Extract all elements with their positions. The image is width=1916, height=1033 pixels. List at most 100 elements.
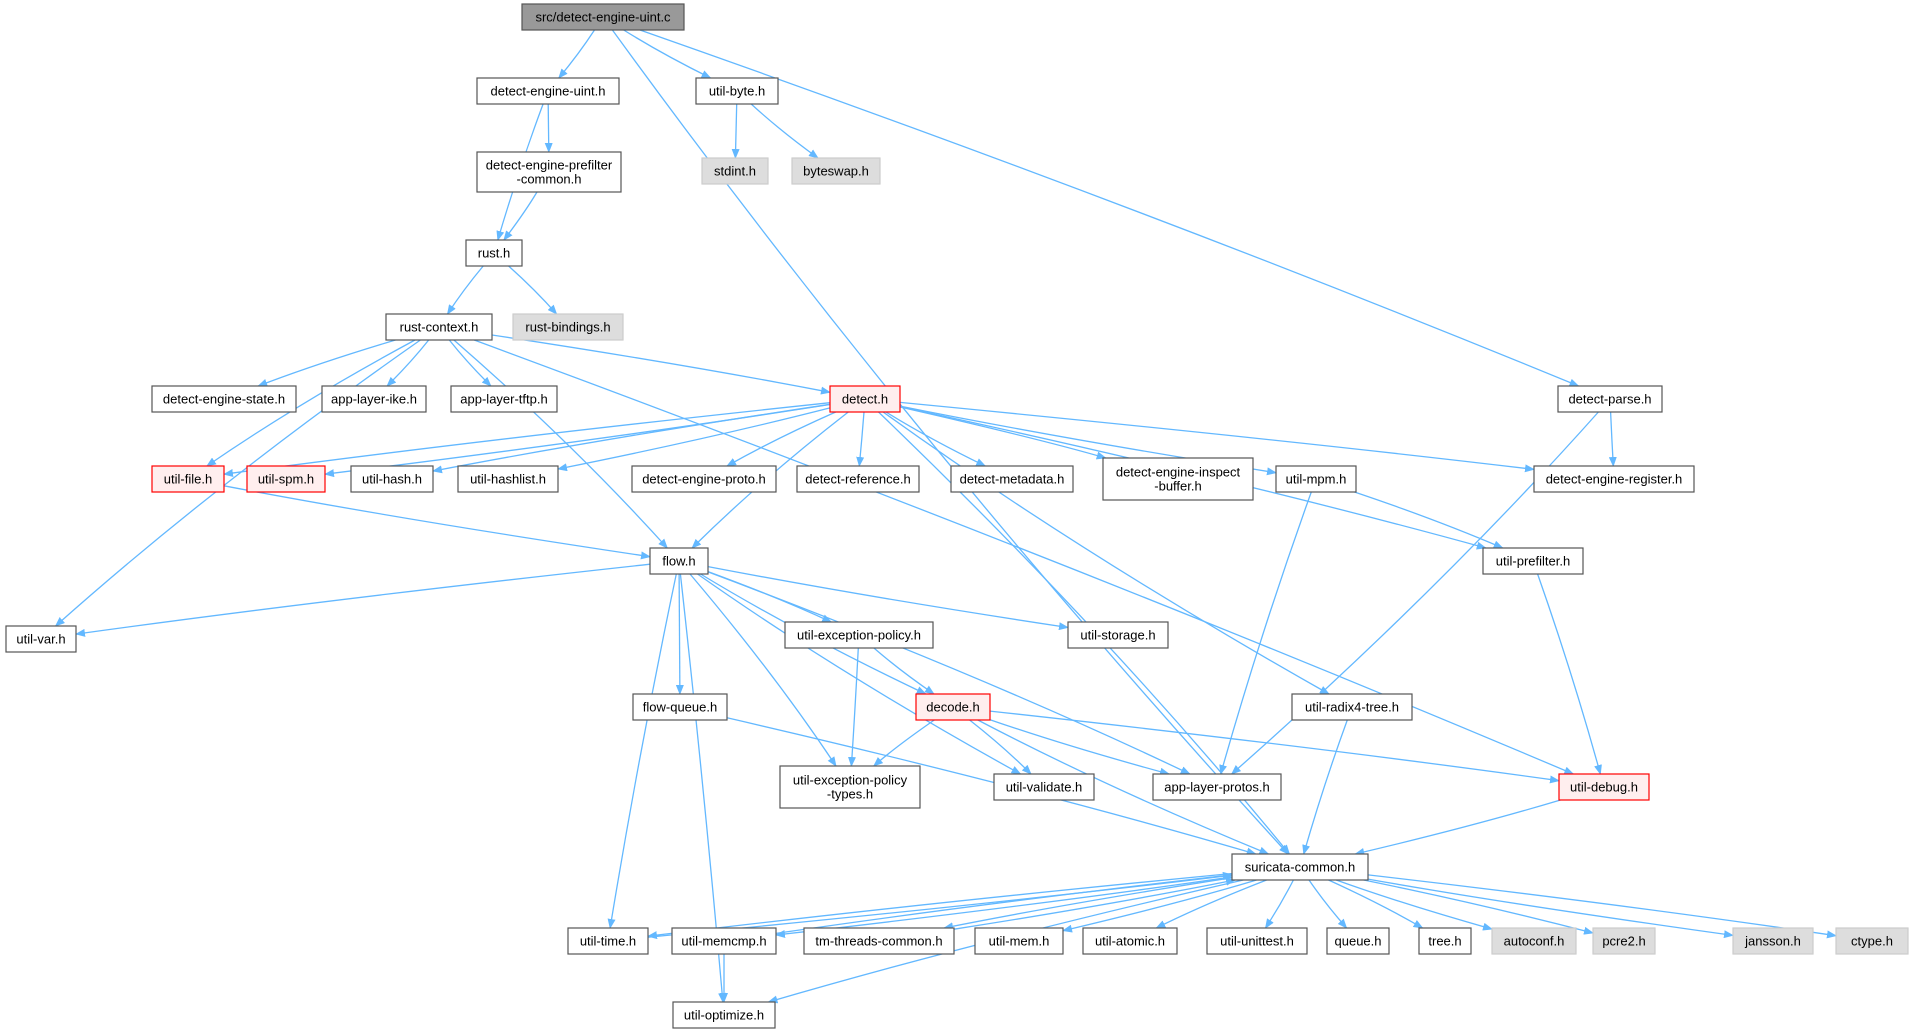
- node-exctypes[interactable]: util-exception-policy-types.h: [779, 765, 921, 809]
- edge-utilmemcmp-to-suricata: [775, 871, 1233, 935]
- node-autoconf[interactable]: autoconf.h: [1491, 927, 1577, 955]
- node-box-ctype: [1835, 927, 1909, 955]
- node-jansson[interactable]: jansson.h: [1732, 927, 1814, 955]
- node-box-stdint: [701, 157, 769, 185]
- node-utilvar[interactable]: util-var.h: [5, 625, 77, 653]
- node-queue[interactable]: queue.h: [1326, 927, 1390, 955]
- node-radix[interactable]: util-radix4-tree.h: [1291, 693, 1413, 721]
- node-tree[interactable]: tree.h: [1418, 927, 1472, 955]
- node-dereg[interactable]: detect-engine-register.h: [1533, 465, 1695, 493]
- node-flow[interactable]: flow.h: [649, 547, 709, 575]
- node-deinspect[interactable]: detect-engine-inspect-buffer.h: [1102, 457, 1254, 501]
- edge-detect-to-dereg: [899, 401, 1535, 473]
- node-box-alike: [321, 385, 427, 413]
- edge-rustctx-to-flow: [453, 339, 668, 549]
- node-utilhashlist[interactable]: util-hashlist.h: [457, 465, 559, 493]
- node-box-utilbyte: [695, 77, 779, 105]
- edge-root-to-utilbyte: [623, 29, 712, 79]
- node-label-jansson: jansson.h: [1744, 934, 1801, 949]
- edge-rustctx-to-utilfile: [206, 339, 416, 467]
- edge-decode-to-utildebug: [989, 710, 1560, 784]
- edge-root-to-dparse: [639, 29, 1580, 387]
- node-utildebug[interactable]: util-debug.h: [1558, 773, 1650, 801]
- node-label-dmeta: detect-metadata.h: [960, 472, 1065, 487]
- node-deuint_h[interactable]: detect-engine-uint.h: [476, 77, 620, 105]
- node-utilunittest[interactable]: util-unittest.h: [1206, 927, 1308, 955]
- edge-suricata-to-utilmemcmp: [775, 876, 1233, 938]
- node-label-pcre2: pcre2.h: [1602, 934, 1645, 949]
- node-box-utilprefilter: [1482, 547, 1584, 575]
- node-box-rustctx: [385, 313, 493, 341]
- edge-root-to-suricata: [611, 29, 1289, 855]
- edge-flow-to-flowqueue: [675, 573, 684, 695]
- node-suricata[interactable]: suricata-common.h: [1231, 853, 1369, 881]
- node-deproto[interactable]: detect-engine-proto.h: [631, 465, 777, 493]
- node-utiltime[interactable]: util-time.h: [567, 927, 649, 955]
- node-utilmem[interactable]: util-mem.h: [974, 927, 1064, 955]
- node-box-utilmemcmp: [671, 927, 777, 955]
- edge-detect-to-deinspect: [899, 406, 1107, 460]
- node-label-prefiltercommon-line-0: detect-engine-prefilter: [486, 158, 613, 173]
- edge-utilexc-to-decode: [873, 647, 935, 695]
- node-box-radix: [1291, 693, 1413, 721]
- node-utiloptimize[interactable]: util-optimize.h: [672, 1001, 776, 1029]
- node-box-rustbind: [512, 313, 624, 341]
- node-utilatomic[interactable]: util-atomic.h: [1082, 927, 1178, 955]
- node-rust[interactable]: rust.h: [465, 239, 523, 267]
- node-rustbind[interactable]: rust-bindings.h: [512, 313, 624, 341]
- node-detect[interactable]: detect.h: [829, 385, 901, 413]
- node-alprotos[interactable]: app-layer-protos.h: [1152, 773, 1282, 801]
- edge-root-to-deuint_h: [558, 29, 596, 79]
- edge-flow-to-utiltime: [607, 573, 677, 929]
- node-utilhash[interactable]: util-hash.h: [350, 465, 434, 493]
- node-box-utilspm: [246, 465, 326, 493]
- edge-flow-to-utilvalidate: [697, 573, 1022, 775]
- node-dparse[interactable]: detect-parse.h: [1557, 385, 1663, 413]
- node-utilbyte[interactable]: util-byte.h: [695, 77, 779, 105]
- node-utilspm[interactable]: util-spm.h: [246, 465, 326, 493]
- node-label-utilstorage: util-storage.h: [1080, 628, 1155, 643]
- node-box-utilatomic: [1082, 927, 1178, 955]
- node-prefiltercommon[interactable]: detect-engine-prefilter-common.h: [476, 151, 622, 193]
- edge-suricata-to-ctype: [1367, 874, 1837, 939]
- node-rustctx[interactable]: rust-context.h: [385, 313, 493, 341]
- edge-suricata-to-utiltime: [647, 872, 1233, 940]
- node-tmthreads[interactable]: tm-threads-common.h: [803, 927, 955, 955]
- node-utilprefilter[interactable]: util-prefilter.h: [1482, 547, 1584, 575]
- edge-decode-to-suricata: [977, 719, 1270, 855]
- node-utilexc[interactable]: util-exception-policy.h: [784, 621, 934, 649]
- edge-detect-to-dmeta: [885, 411, 987, 467]
- node-stdint[interactable]: stdint.h: [701, 157, 769, 185]
- node-byteswap[interactable]: byteswap.h: [791, 157, 881, 185]
- node-dmeta[interactable]: detect-metadata.h: [950, 465, 1074, 493]
- node-label-utilspm: util-spm.h: [258, 472, 314, 487]
- node-label-dref: detect-reference.h: [805, 472, 911, 487]
- node-utilmpm[interactable]: util-mpm.h: [1275, 465, 1357, 493]
- node-box-utilmpm: [1275, 465, 1357, 493]
- node-label-root: src/detect-engine-uint.c: [535, 10, 671, 25]
- node-label-deproto: detect-engine-proto.h: [642, 472, 766, 487]
- node-utilstorage[interactable]: util-storage.h: [1067, 621, 1169, 649]
- edge-suricata-to-utilmem: [1062, 879, 1257, 933]
- node-label-utilvalidate: util-validate.h: [1006, 780, 1083, 795]
- node-altftp[interactable]: app-layer-tftp.h: [450, 385, 558, 413]
- node-utilmemcmp[interactable]: util-memcmp.h: [671, 927, 777, 955]
- node-ctype[interactable]: ctype.h: [1835, 927, 1909, 955]
- node-alike[interactable]: app-layer-ike.h: [321, 385, 427, 413]
- edge-rustctx-to-destate: [257, 339, 396, 387]
- node-utilvalidate[interactable]: util-validate.h: [993, 773, 1095, 801]
- edge-utilexc-to-exctypes: [847, 647, 859, 767]
- node-dref[interactable]: detect-reference.h: [796, 465, 920, 493]
- edge-rustctx-to-alike: [386, 339, 430, 387]
- node-destate[interactable]: detect-engine-state.h: [151, 385, 297, 413]
- node-box-root: [521, 3, 685, 31]
- node-decode[interactable]: decode.h: [915, 693, 991, 721]
- node-root[interactable]: src/detect-engine-uint.c: [521, 3, 685, 31]
- node-flowqueue[interactable]: flow-queue.h: [632, 693, 728, 721]
- edge-rustctx-to-detect: [491, 334, 831, 395]
- node-box-flow: [649, 547, 709, 575]
- node-box-dereg: [1533, 465, 1695, 493]
- node-pcre2[interactable]: pcre2.h: [1592, 927, 1656, 955]
- node-box-altftp: [450, 385, 558, 413]
- node-utilfile[interactable]: util-file.h: [151, 465, 225, 493]
